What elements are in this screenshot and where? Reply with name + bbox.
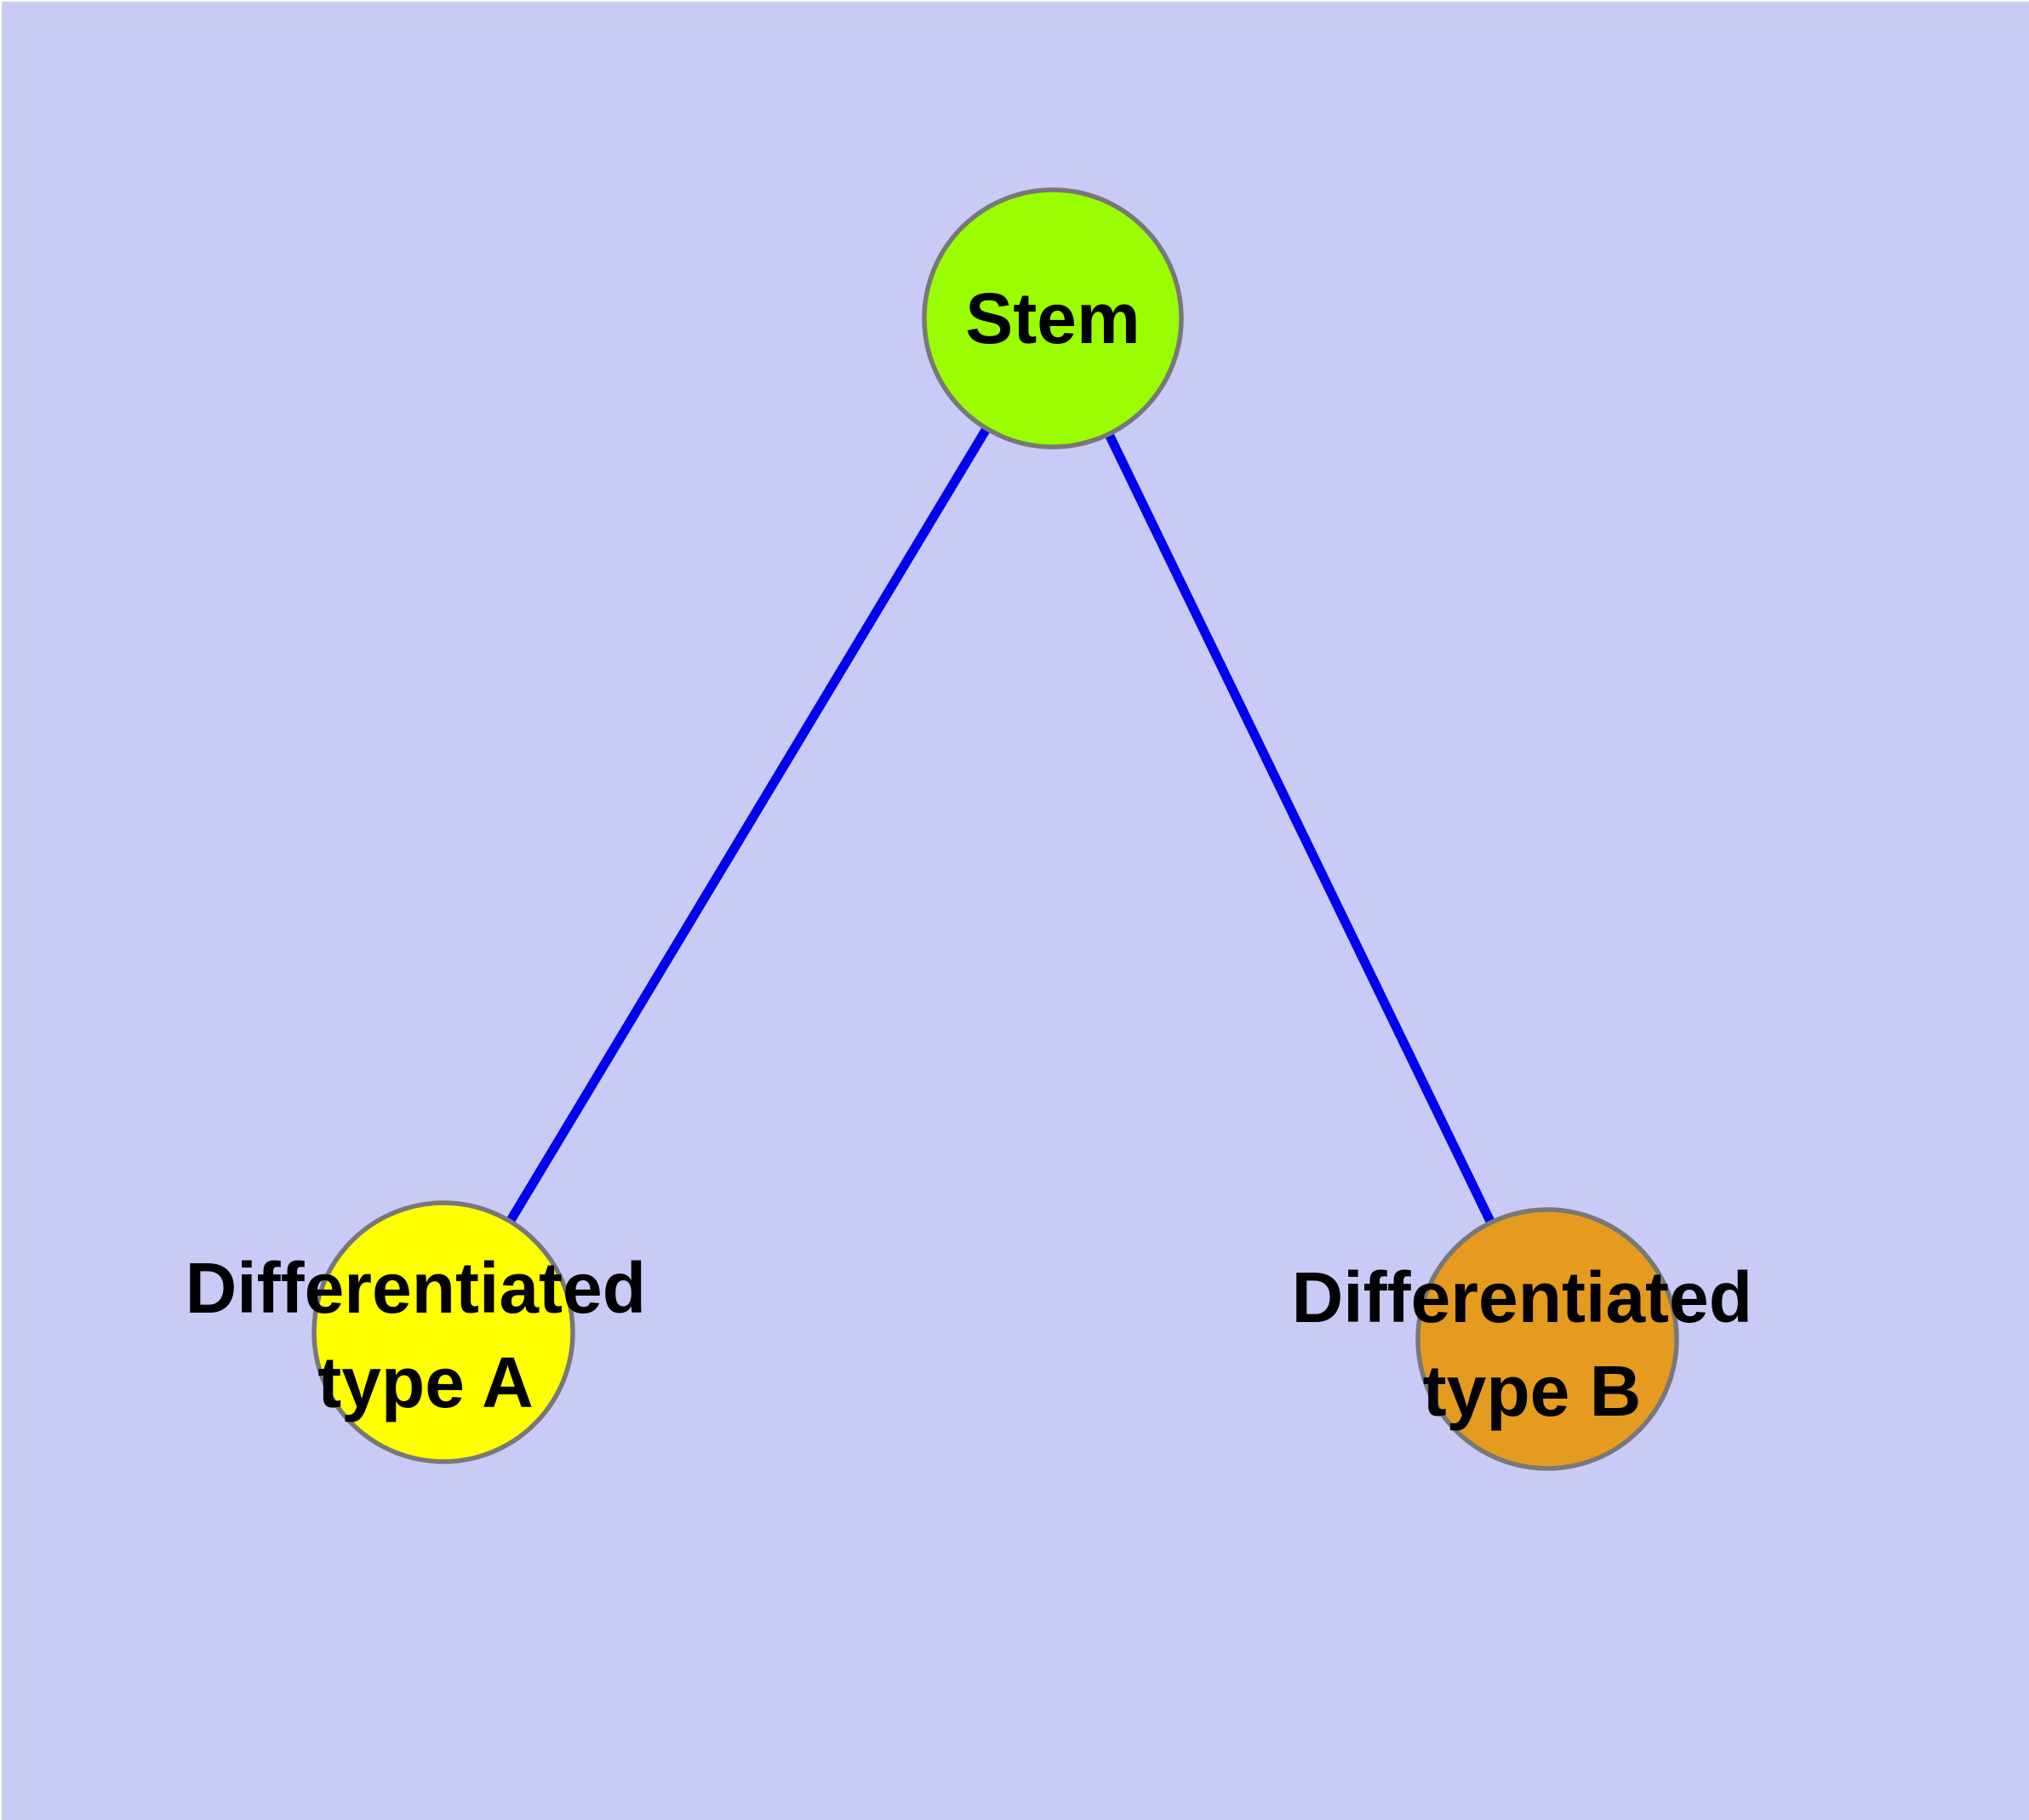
edge-layer [439,316,1552,1342]
node-differentiated-type-a-label-line1: Differentiated [186,1248,646,1328]
node-differentiated-type-b-label-line2: type B [1423,1351,1642,1431]
node-differentiated-type-a-circle [311,1200,575,1464]
node-layer [311,187,1679,1471]
node-differentiated-type-a-label-line2: type A [317,1342,534,1422]
node-stem-circle [922,187,1184,449]
label-layer: Stem Differentiated type A Differentiate… [186,278,1773,1431]
node-differentiated-type-b-label-line1: Differentiated [1292,1257,1752,1337]
edge-stem-to-type-a [439,316,1057,1335]
edge-stem-to-type-b [1049,316,1552,1342]
node-differentiated-type-a-label: Differentiated type A [186,1248,666,1422]
node-differentiated-type-b-label: Differentiated type B [1292,1257,1773,1431]
node-differentiated-type-b-circle [1415,1207,1679,1471]
node-stem-label: Stem [965,278,1140,358]
